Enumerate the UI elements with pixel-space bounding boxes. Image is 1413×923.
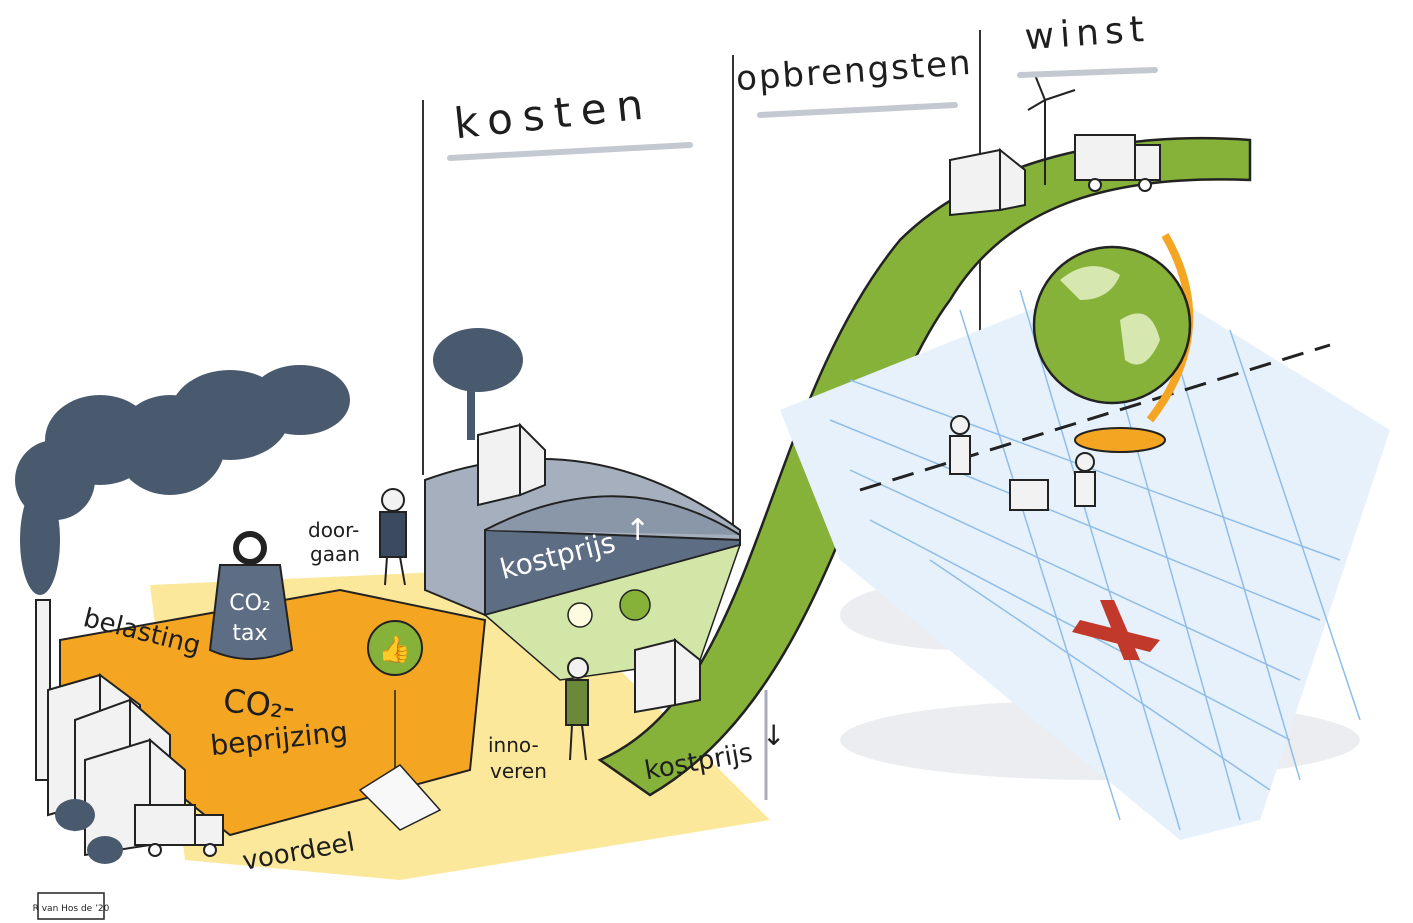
old-factory <box>47 673 186 857</box>
blue-grid-floor <box>780 270 1390 840</box>
delivery-truck-left <box>134 804 224 857</box>
factory-kosten <box>477 422 546 507</box>
lightbulb-icon <box>567 602 593 628</box>
heading-kosten: kosten <box>452 79 655 149</box>
co2-weight-tax-label: tax <box>232 621 267 646</box>
underline-winst <box>1017 67 1158 78</box>
red-cross-mark <box>1072 600 1160 660</box>
people-winst <box>949 415 1096 511</box>
label-door: door- <box>308 518 359 542</box>
thumbs-up-balloon: 👍 <box>367 620 423 780</box>
signature-box <box>37 892 105 920</box>
exhaust-puffs <box>55 799 123 864</box>
tree-kosten <box>433 328 523 440</box>
wind-turbine <box>1027 74 1076 185</box>
underline-kosten <box>447 142 693 161</box>
co2-tax-weight <box>208 531 294 660</box>
heading-opbrengsten: opbrengsten <box>735 43 974 99</box>
electric-truck <box>1074 134 1161 192</box>
person-innoveren <box>565 657 589 761</box>
tree-innovation <box>619 589 651 621</box>
smoke-cloud <box>15 365 350 595</box>
underline-opbrengsten <box>757 102 958 118</box>
globe <box>1032 232 1194 453</box>
label-veren: veren <box>490 759 547 783</box>
heading-winst: winst <box>1023 9 1151 59</box>
person-doorgaan <box>379 488 407 586</box>
svg-text:👍: 👍 <box>379 634 411 665</box>
signature: R van Hos de ’20 <box>33 904 110 914</box>
arrow-up-icon: ↑ <box>625 513 650 548</box>
solar-factory-winst <box>949 147 1026 217</box>
label-inno: inno- <box>488 733 539 757</box>
co2-weight-label: CO₂ <box>229 591 271 616</box>
paper-note <box>358 764 442 831</box>
label-gaan: gaan <box>310 542 360 566</box>
solar-factory-innovation <box>634 637 701 714</box>
label-co2-pricing: CO₂- <box>221 681 296 726</box>
arrow-down-icon: ↓ <box>762 719 785 752</box>
